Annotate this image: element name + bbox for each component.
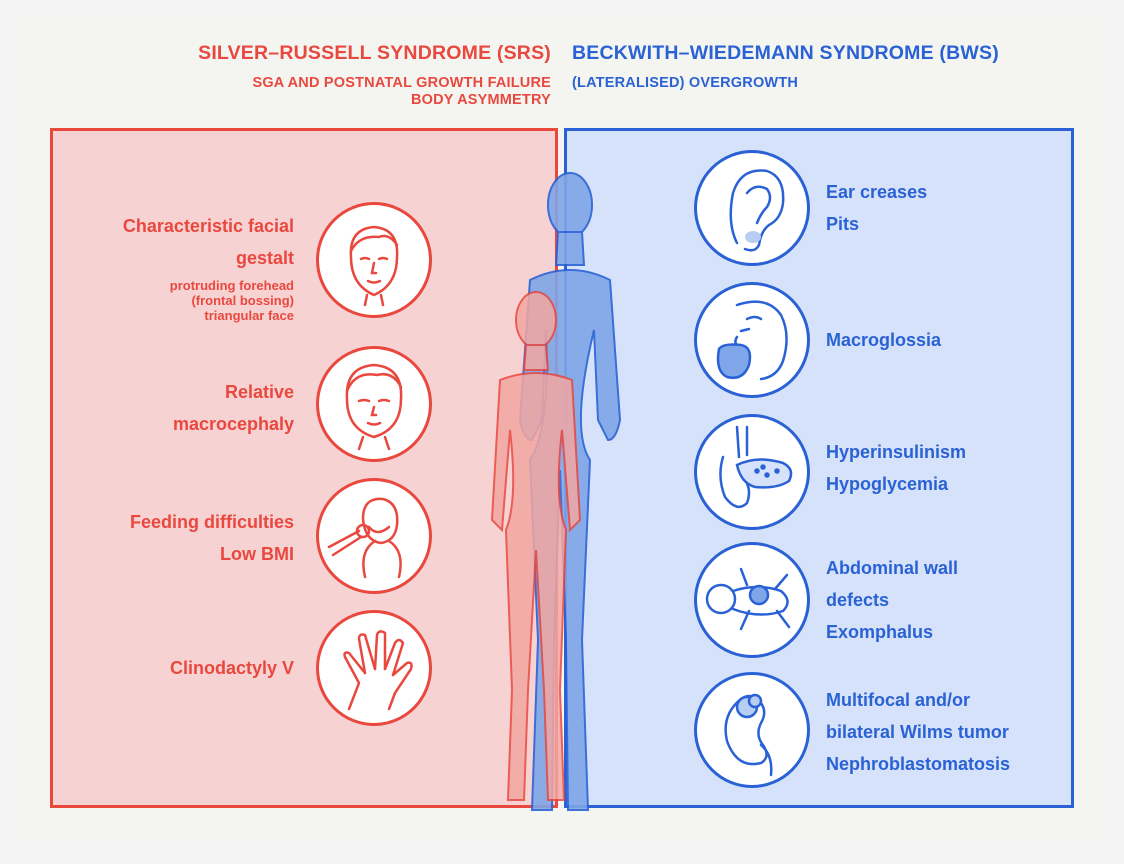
srs-clinodactyly-circle: [316, 610, 432, 726]
feature-line: Characteristic facial: [122, 216, 294, 236]
bws-title: BECKWITH–WIEDEMANN SYNDROME (BWS): [572, 42, 999, 64]
hand-icon: [343, 630, 413, 711]
bws-ear-circle: [694, 150, 810, 266]
feature-line: gestalt: [235, 248, 294, 268]
feature-line: Feeding difficulties: [129, 512, 294, 532]
feature-line: defects: [826, 590, 890, 610]
srs-macrocephaly-circle: [316, 346, 432, 462]
feature-line: Hypoglycemia: [826, 474, 949, 494]
bws-feature-ear: Ear creases Pits: [826, 176, 927, 240]
feature-line: bilateral Wilms tumor: [826, 722, 1009, 742]
ear-icon: [729, 169, 785, 252]
bws-wilms-circle: [694, 672, 810, 788]
feature-detail: protruding forehead: [169, 278, 294, 293]
feature-line: Abdominal wall: [826, 558, 959, 578]
srs-feature-clinodactyly: Clinodactyly V: [170, 652, 294, 684]
srs-panel: [50, 128, 558, 808]
body-figures-illustration: [490, 172, 622, 811]
bws-pancreas-circle: [694, 414, 810, 530]
bws-panel: [564, 128, 1074, 808]
feature-line: Pits: [826, 214, 860, 234]
bws-feature-hyperinsulinism: Hyperinsulinism Hypoglycemia: [826, 436, 966, 500]
feature-line: Nephroblastomatosis: [826, 754, 1011, 774]
srs-subtitle: SGA AND POSTNATAL GROWTH FAILURE BODY AS…: [252, 75, 551, 109]
bws-subtitle: (LATERALISED) OVERGROWTH: [572, 75, 799, 91]
infant-exomphalus-icon: [705, 567, 791, 631]
bws-macroglossia-circle: [694, 282, 810, 398]
srs-feature-feeding: Feeding difficulties Low BMI: [130, 506, 294, 570]
feature-line: macrocephaly: [172, 414, 294, 434]
bws-feature-macroglossia: Macroglossia: [826, 324, 941, 356]
feature-line: Clinodactyly V: [169, 658, 294, 678]
feature-line: Multifocal and/or: [826, 690, 970, 710]
srs-feature-facial-gestalt: Characteristic facial gestalt protruding…: [123, 210, 294, 323]
srs-title: SILVER–RUSSELL SYNDROME (SRS): [198, 42, 551, 64]
feature-line: Low BMI: [220, 544, 294, 564]
feature-line: Macroglossia: [826, 330, 942, 350]
feature-line: Exomphalus: [826, 622, 934, 642]
small-figure-icon: [490, 291, 582, 801]
srs-facial-gestalt-circle: [316, 202, 432, 318]
feature-line: Relative: [224, 382, 294, 402]
tongue-face-icon: [716, 300, 788, 381]
feature-detail: triangular face: [204, 308, 294, 323]
bws-feature-wilms: Multifocal and/or bilateral Wilms tumor …: [826, 684, 1010, 780]
srs-feature-macrocephaly: Relative macrocephaly: [173, 376, 294, 440]
feature-detail: (frontal bossing): [191, 293, 294, 308]
kidney-tumor-icon: [724, 693, 773, 777]
srs-subtitle-line2: BODY ASYMMETRY: [410, 92, 551, 108]
feature-line: Hyperinsulinism: [826, 442, 967, 462]
child-refusing-food-icon: [327, 497, 402, 579]
pancreas-icon: [719, 425, 793, 509]
srs-feeding-circle: [316, 478, 432, 594]
bws-feature-abdominal: Abdominal wall defects Exomphalus: [826, 552, 958, 648]
bws-abdominal-circle: [694, 542, 810, 658]
srs-subtitle-line1: SGA AND POSTNATAL GROWTH FAILURE: [252, 75, 551, 91]
feature-line: Ear creases: [826, 182, 928, 202]
large-head-child-icon: [345, 363, 403, 451]
child-face-icon: [349, 225, 399, 307]
